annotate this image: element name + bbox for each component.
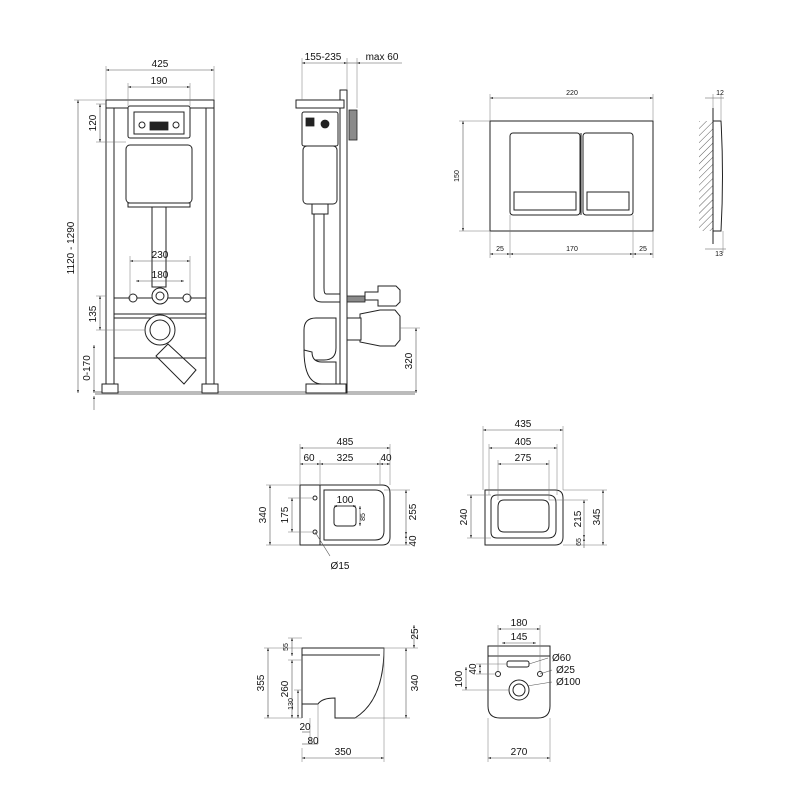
dim-dia-100: Ø100 [556,677,581,688]
dim-20: 20 [299,722,311,733]
dim-80: 80 [307,736,319,747]
dim-25-side: 25 [410,628,421,640]
dim-max-60: max 60 [366,52,399,63]
frame-right-upright [205,99,215,394]
bowl-top-outline [299,484,391,546]
dim-150: 150 [454,170,461,182]
dim-350: 350 [335,747,352,758]
dim-100: 100 [337,495,354,506]
valve-knob-left [138,121,146,129]
side-drain-connector [359,309,401,347]
frame-front-view: 425 190 120 1120 - 1290 230 180 135 0-17… [66,59,415,410]
dim-320: 320 [404,352,415,369]
dim-175: 175 [280,506,291,523]
side-inlet-valve [364,285,401,307]
dim-425: 425 [152,59,169,70]
dim-55: 55 [283,643,290,651]
wall-hatch [699,121,713,231]
cistern-tank [125,144,193,204]
frame-side-view: 155-235 max 60 320 [295,52,420,394]
back-bolt-left [495,671,501,677]
dim-60: 60 [303,453,315,464]
plate-indicator-right [586,191,630,211]
valve-knob-right [172,121,180,129]
stud-right [182,293,192,303]
dim-180: 180 [152,270,169,281]
plate-button-left [509,132,581,216]
side-frame-post [339,89,348,394]
dim-405: 405 [515,437,532,448]
seat-opening [497,499,550,533]
dim-dia-15: Ø15 [331,561,350,572]
bowl-side-outline [301,647,385,719]
dim-145: 145 [511,632,528,643]
flush-valve [149,121,169,131]
dim-270: 270 [511,747,528,758]
dim-260: 260 [280,680,291,697]
bowl-side-view: 355 55 260 130 20 80 350 25 340 [256,625,421,762]
dim-135: 135 [88,305,99,322]
dim-485: 485 [337,437,354,448]
foot-right [201,383,219,394]
drain-elbow [155,343,197,385]
foot-left [101,383,119,394]
plate-button-right [582,132,634,216]
dim-100-back: 100 [454,670,465,687]
tank-bottom [127,202,191,208]
side-top-bar [295,99,345,109]
water-inlet [151,287,169,305]
dim-dia-25: Ø25 [556,665,575,676]
dim-dia-60: Ø60 [552,653,571,664]
dim-85: 85 [360,513,367,521]
dim-255: 255 [408,503,419,520]
dim-40-back: 40 [468,663,479,675]
dim-230: 230 [152,250,169,261]
dim-240: 240 [459,508,470,525]
dim-155-235: 155-235 [305,52,342,63]
dim-0-170: 0-170 [82,355,93,381]
dim-120: 120 [88,114,99,131]
side-flush-module [301,111,339,147]
back-outlet [508,679,530,701]
dim-435: 435 [515,419,532,430]
dim-215: 215 [573,510,584,527]
frame-left-upright [105,99,115,394]
dim-325: 325 [337,453,354,464]
dim-40-top: 40 [380,453,392,464]
dim-130: 130 [288,698,295,710]
dim-180-back: 180 [511,618,528,629]
dim-355: 355 [256,674,267,691]
dim-345: 345 [592,508,603,525]
bowl-back-view: 180 145 40 100 Ø60 Ø25 Ø100 270 [454,618,581,762]
dim-190: 190 [151,76,168,87]
flush-plate-view: 220 150 25 170 25 12 13 [454,90,726,258]
dim-40-side: 40 [408,535,419,547]
dim-170: 170 [566,246,578,253]
dim-12: 12 [716,90,724,97]
dim-13: 13 [715,251,723,258]
floor-strip [95,391,415,395]
side-cistern [302,145,338,205]
inlet-slot [506,660,530,668]
dim-65: 65 [576,538,583,546]
flush-pipe [151,206,167,288]
bowl-top-view: 485 60 325 40 100 85 340 175 255 40 [258,437,419,572]
seat-top-view: 435 405 275 240 215 345 65 [459,419,607,548]
plate-indicator-left [513,191,577,211]
dim-25-right: 25 [639,246,647,253]
dim-220: 220 [566,90,578,97]
dim-25-left: 25 [496,246,504,253]
dim-340: 340 [258,506,269,523]
wall-bracket [348,109,358,141]
side-flush-pipe [313,213,341,303]
stud-left [128,293,138,303]
dim-1120-1290: 1120 - 1290 [66,221,77,274]
seat-top-outline [484,489,564,546]
dim-340-side: 340 [410,674,421,691]
dim-275: 275 [515,453,532,464]
plate-side-profile [712,120,723,232]
